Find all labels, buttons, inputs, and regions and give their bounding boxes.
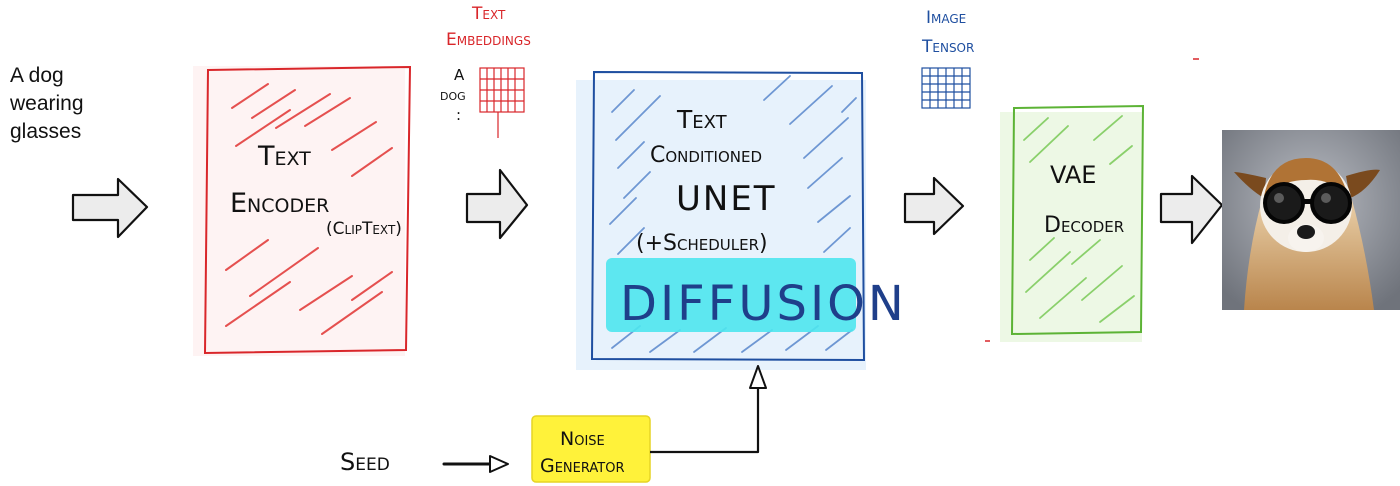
prompt-line-2: wearing [9,92,84,115]
embedding-token-a: A [454,66,465,84]
prompt-line-3: glasses [10,120,81,143]
embedding-grid [479,67,525,138]
arrow-noise-to-unet [650,365,767,454]
unet-label-4: (+Scheduler) [636,231,768,256]
diffusion-highlight [606,258,856,332]
text-embeddings: Text Embeddings A dog : [440,4,531,138]
vae-decoder-box: VAE Decoder [1000,104,1145,342]
decoder-hatching [1023,115,1135,323]
unet-label-3: UNET [676,179,777,219]
text-encoder-box: Text Encoder (ClipText) [193,65,412,356]
arrow-unet-to-decoder [903,176,965,236]
arrow-prompt-to-encoder [71,177,149,239]
prompt-line-1: A dog [10,64,64,87]
dog-nose [1297,225,1315,239]
diffusion-label: DIFFUSION [620,276,907,332]
dog-head-patch [1264,158,1348,196]
vae-decoder-title-1: VAE [1050,161,1096,189]
noise-generator-label-1: Noise [560,428,605,450]
unet-hatching [609,75,857,353]
text-encoder-title-1: Text [257,141,311,172]
seed-label: Seed [340,448,390,476]
noise-generator-label-2: Generator [540,455,624,477]
arrow-decoder-to-image [1159,174,1224,245]
text-encoder-subtitle: (ClipText) [326,219,402,239]
tensor-grid [921,67,971,109]
encoder-hatching [225,83,393,335]
text-encoder-title-2: Encoder [230,188,329,219]
glasses-icon [1263,182,1352,224]
arrow-seed-to-noise [442,455,509,473]
unet-label-2: Conditioned [650,143,762,168]
unet-box: Text Conditioned UNET (+Scheduler) DIFFU… [576,70,907,370]
text-embeddings-label-2: Embeddings [446,30,531,50]
seed-label-group: Seed [340,448,390,476]
text-embeddings-label-1: Text [471,4,506,24]
image-tensor: Image Tensor [921,8,974,109]
image-tensor-label-2: Tensor [921,37,974,57]
image-tensor-label-1: Image [926,8,966,28]
noise-generator-box: Noise Generator [531,415,651,483]
dog-wearing-glasses-image [1222,130,1400,310]
prompt-text: A dog wearing glasses [9,64,84,143]
arrow-encoder-to-unet [465,168,529,240]
embedding-token-more: : [456,106,461,124]
vae-decoder-title-2: Decoder [1044,213,1124,238]
unet-label-1: Text [676,105,728,134]
dog-right-ear [1346,169,1380,198]
embedding-token-dog: dog [440,86,466,104]
dog-left-ear [1234,172,1266,198]
